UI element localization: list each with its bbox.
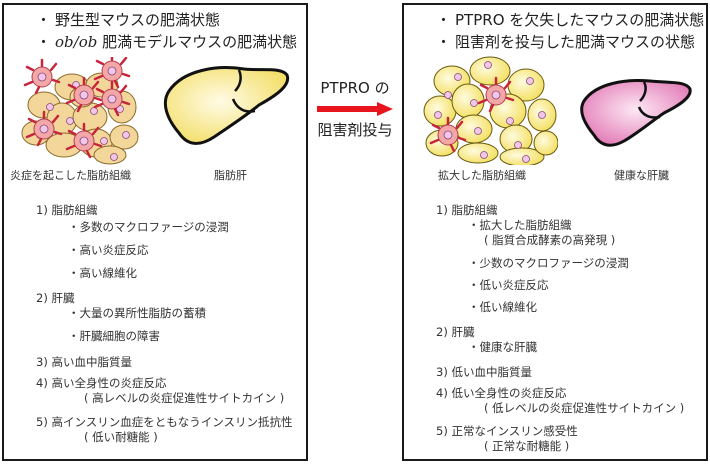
list-item: 2) 肝臓 [436, 325, 475, 339]
list-item: ( 正常な耐糖能 ) [484, 439, 570, 453]
inflamed-adipose-tissue-illustration [21, 57, 139, 165]
inflamed-tissue-caption: 炎症を起こした脂肪組織 [10, 169, 131, 182]
list-item: ( 低い耐糖能 ) [84, 430, 158, 444]
list-item: 5) 正常なインスリン感受性 [436, 424, 578, 438]
list-item: ・少数のマクロファージの浸潤 [468, 256, 629, 270]
list-item: ( 高レベルの炎症促進性サイトカイン ) [84, 391, 285, 405]
list-item: ・拡大した脂肪組織 [468, 218, 572, 232]
list-item: ・低い炎症反応 [468, 278, 549, 292]
list-item: ・高い炎症反応 [68, 243, 149, 257]
enlarged-tissue-caption: 拡大した脂肪組織 [438, 169, 526, 182]
right-heading-1: ・PTPRO を欠失したマウスの肥満状態 [436, 11, 705, 29]
left-heading-1: ・野生型マウスの肥満状態 [36, 11, 221, 29]
enlarged-adipose-tissue-illustration [423, 56, 558, 165]
healthy-liver-illustration [580, 79, 692, 147]
left-heading-2: ・ob/ob 肥満モデルマウスの肥満状態 [36, 33, 298, 51]
list-item: ・大量の異所性脂肪の蓄積 [68, 306, 206, 320]
arrow-label-line1: PTPRO の [320, 79, 390, 97]
list-item: ・肝臓細胞の障害 [68, 329, 160, 343]
list-item: 3) 低い血中脂質量 [436, 365, 532, 379]
list-item: 5) 高インスリン血症をともなうインスリン抵抗性 [36, 415, 293, 429]
right-panel-ptpro-deficient-state: ・PTPRO を欠失したマウスの肥満状態 ・阻害剤を投与した肥満マウスの状態 [402, 3, 708, 461]
list-item: 1) 脂肪組織 [436, 203, 498, 217]
list-item: ( 脂質合成酵素の高発現 ) [484, 233, 616, 247]
right-heading-2: ・阻害剤を投与した肥満マウスの状態 [436, 33, 696, 51]
list-item: ・低い線維化 [468, 300, 537, 314]
list-item: 4) 高い全身性の炎症反応 [36, 376, 167, 390]
arrow-label-line2: 阻害剤投与 [317, 121, 393, 139]
list-item: 4) 低い全身性の炎症反応 [436, 386, 567, 400]
left-panel-obese-state: ・野生型マウスの肥満状態 ・ob/ob 肥満モデルマウスの肥満状態 [2, 3, 308, 461]
list-item: 1) 脂肪組織 [36, 203, 98, 217]
list-item: ・高い線維化 [68, 266, 137, 280]
right-arrow-icon [317, 102, 393, 116]
list-item: 2) 肝臓 [36, 291, 75, 305]
healthy-liver-caption: 健康な肝臓 [614, 169, 669, 182]
list-item: 3) 高い血中脂質量 [36, 355, 132, 369]
ptpro-inhibitor-arrow: PTPRO の 阻害剤投与 [310, 78, 400, 140]
fatty-liver-illustration [163, 66, 290, 145]
list-item: ( 低レベルの炎症促進性サイトカイン ) [484, 401, 685, 415]
fatty-liver-caption: 脂肪肝 [214, 169, 247, 182]
list-item: ・健康な肝臓 [468, 340, 537, 354]
list-item: ・多数のマクロファージの浸潤 [68, 220, 229, 234]
